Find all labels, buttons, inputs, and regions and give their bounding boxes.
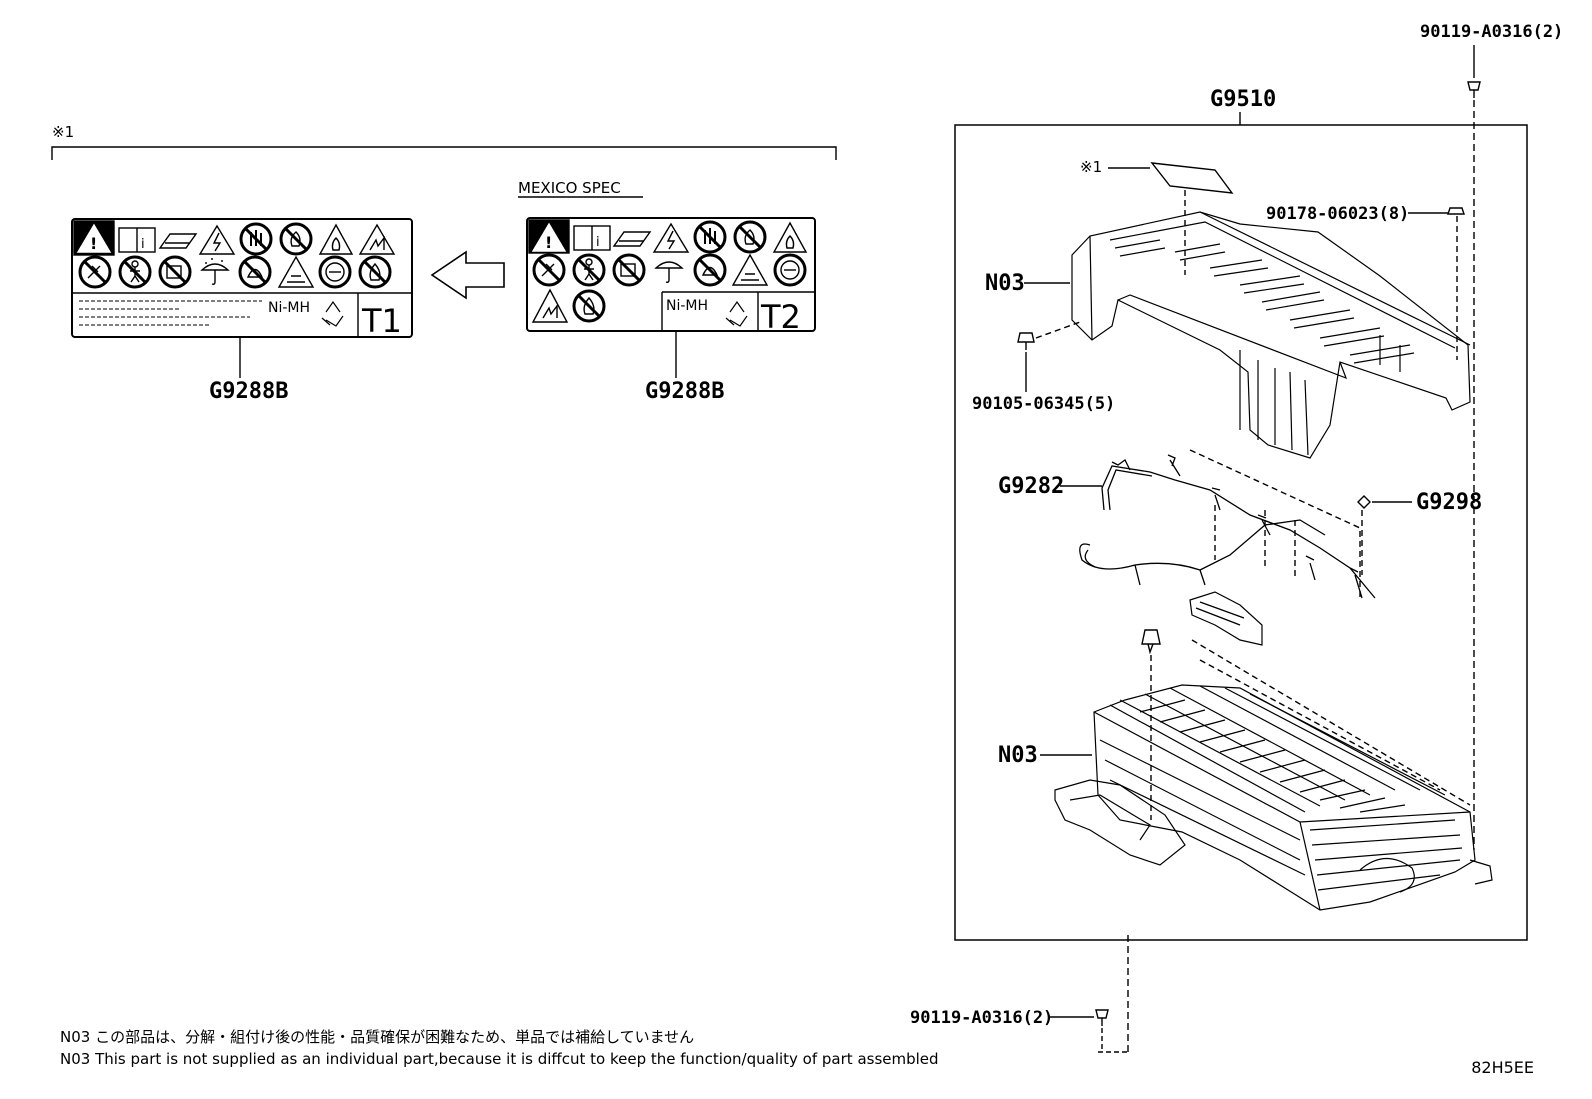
protective-gear-icon bbox=[773, 253, 807, 287]
bolt-bottom-icon bbox=[1095, 1009, 1109, 1026]
part-number-bolt-top: 90119-A0316(2) bbox=[1420, 22, 1563, 42]
no-child-icon bbox=[118, 255, 152, 289]
svg-text:i: i bbox=[596, 235, 600, 250]
svg-text:!: ! bbox=[90, 234, 97, 253]
no-child-icon bbox=[572, 253, 606, 287]
no-open-flame-icon bbox=[572, 289, 606, 323]
high-voltage-icon bbox=[652, 222, 690, 253]
label-code-t1: T1 bbox=[361, 302, 402, 340]
mexico-spec-label: MEXICO SPEC bbox=[518, 179, 621, 197]
clip-icon bbox=[1357, 495, 1371, 509]
manual-icon: i bbox=[573, 225, 611, 251]
umbrella-icon bbox=[200, 258, 230, 285]
mark-top-label: ※1 bbox=[52, 123, 74, 141]
recycle-icon bbox=[725, 300, 748, 327]
flammable-icon bbox=[772, 221, 808, 253]
part-number-harness: G9282 bbox=[998, 474, 1064, 499]
note-japanese: N03 この部品は、分解・組付け後の性能・品質確保が困難なため、単品では補給して… bbox=[60, 1028, 695, 1046]
no-fire-icon bbox=[733, 220, 767, 254]
no-fire-icon bbox=[279, 222, 313, 256]
upper-cover-bracket bbox=[1071, 211, 1471, 459]
scope-bracket bbox=[51, 146, 837, 160]
battery-icon bbox=[158, 233, 198, 249]
no-water-icon bbox=[693, 253, 727, 287]
manual-icon: i bbox=[118, 227, 156, 253]
label-text-t1: Ni-MH bbox=[268, 300, 310, 316]
part-number-g9510: G9510 bbox=[1210, 87, 1276, 112]
part-number-g9288b-left: G9288B bbox=[209, 379, 288, 404]
high-voltage-icon bbox=[198, 224, 236, 255]
mark-inner-label: ※1 bbox=[1080, 158, 1102, 176]
arrow-left-icon bbox=[430, 250, 505, 300]
note-english: N03 This part is not supplied as an indi… bbox=[60, 1050, 939, 1068]
part-number-bolt-bottom: 90119-A0316(2) bbox=[910, 1008, 1053, 1028]
explosion-icon bbox=[358, 223, 396, 255]
no-touch-icon bbox=[239, 222, 273, 256]
assembly-frame bbox=[954, 124, 1528, 941]
stack-clip-icon bbox=[1141, 629, 1161, 655]
no-open-flame-icon bbox=[358, 255, 392, 289]
corrosive-icon bbox=[731, 253, 769, 286]
label-code-t2: T2 bbox=[760, 298, 801, 336]
no-crush-icon bbox=[158, 255, 192, 289]
part-number-clip: G9298 bbox=[1416, 490, 1482, 515]
part-number-cover-n03: N03 bbox=[985, 271, 1025, 296]
svg-text:i: i bbox=[141, 237, 145, 252]
no-touch-icon bbox=[693, 220, 727, 254]
wire-harness bbox=[1079, 454, 1376, 599]
bolt-side-icon bbox=[1017, 332, 1035, 350]
caution-label-t2: ! i Ni-MH T2 bbox=[526, 217, 816, 336]
umbrella-icon bbox=[654, 261, 684, 283]
battery-stack bbox=[1054, 684, 1493, 911]
explosion-icon bbox=[531, 288, 569, 323]
protective-gear-icon bbox=[318, 255, 352, 289]
duct-piece bbox=[1189, 591, 1263, 646]
corrosive-icon bbox=[277, 255, 315, 288]
recycle-icon bbox=[321, 300, 344, 327]
svg-text:!: ! bbox=[545, 233, 552, 252]
caution-label-sticker bbox=[1150, 162, 1234, 194]
flammable-icon bbox=[318, 223, 354, 255]
part-number-g9288b-right: G9288B bbox=[645, 379, 724, 404]
no-disassemble-icon bbox=[78, 255, 112, 289]
diagram-code: 82H5EE bbox=[1471, 1058, 1534, 1077]
caution-label-t1: ! i Ni-MH T1 bbox=[71, 218, 413, 340]
no-crush-icon bbox=[612, 253, 646, 287]
part-number-nut: 90178-06023(8) bbox=[1266, 204, 1409, 224]
part-number-bolt-side: 90105-06345(5) bbox=[972, 394, 1115, 414]
part-number-battery-stack-n03: N03 bbox=[998, 743, 1038, 768]
no-water-icon bbox=[238, 255, 272, 289]
label-text-t2: Ni-MH bbox=[666, 298, 708, 314]
bolt-icon bbox=[1467, 81, 1481, 98]
no-disassemble-icon bbox=[532, 253, 566, 287]
nut-icon bbox=[1447, 207, 1465, 215]
battery-icon bbox=[612, 231, 652, 247]
